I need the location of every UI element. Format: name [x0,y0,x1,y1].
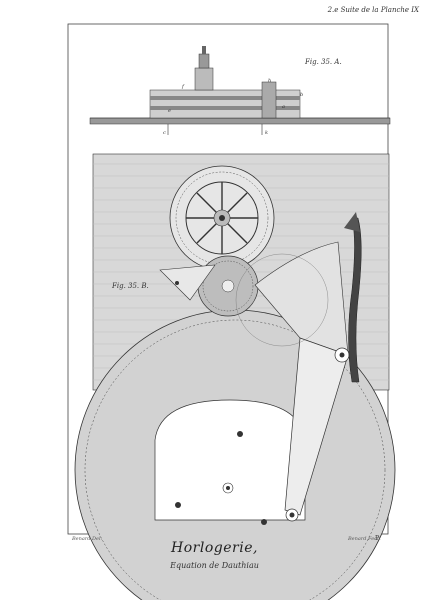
credit-left: Benard Del. [72,536,103,542]
left-bracket [159,264,216,301]
letter-h: h [268,78,272,84]
spoked-gear [169,165,275,271]
figure-b-label: Fig. 35. B. [112,282,149,290]
plate-caption: 2.e Suite de la Planche IX [327,6,419,14]
small-pinion [197,255,259,317]
sector-arm [254,241,350,522]
credit-right: Benard Fecit [348,536,381,542]
letter-c: c [163,130,166,136]
plate-title: Horlogerie, [171,540,258,556]
letter-f: f [182,84,184,90]
letter-e: e [168,108,171,114]
page-mark: P [374,535,379,542]
curved-lever [348,217,362,383]
fig-35a-drawing [89,46,391,135]
reference-circle [235,253,329,347]
letter-k: k [265,130,269,136]
letter-a: a [282,104,285,110]
letter-b: b [300,92,304,98]
figure-a-label: Fig. 35. A. [305,58,342,66]
plate-subtitle: Equation de Dauthiau [170,561,259,570]
